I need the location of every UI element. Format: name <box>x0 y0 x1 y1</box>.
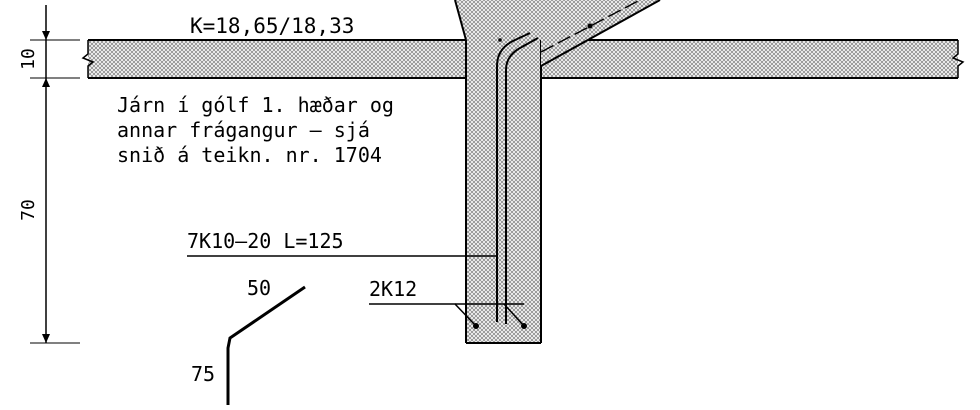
rebar-long-leader <box>369 303 477 327</box>
note-line-2: annar frágangur – sjá <box>117 118 370 142</box>
break-line-left <box>81 40 95 78</box>
dimension-label-wall: 70 <box>18 199 39 221</box>
dimension-line <box>30 5 80 344</box>
bend-leg-vertical-label: 75 <box>191 362 215 386</box>
foundation-wall <box>465 40 542 344</box>
break-line-right <box>951 40 965 78</box>
rebar-long-label: 2K12 <box>369 277 417 301</box>
dimension-label-slab: 10 <box>18 48 39 70</box>
k-value-label: K=18,65/18,33 <box>190 14 354 38</box>
bend-leg-top-label: 50 <box>247 276 271 300</box>
note-line-1: Járn í gólf 1. hæðar og <box>117 93 394 117</box>
inclined-element <box>454 0 661 67</box>
bar-bending-sketch <box>226 285 306 405</box>
note-line-3: snið á teikn. nr. 1704 <box>117 143 382 167</box>
rebar-main-label: 7K10–20 L=125 <box>187 229 344 253</box>
